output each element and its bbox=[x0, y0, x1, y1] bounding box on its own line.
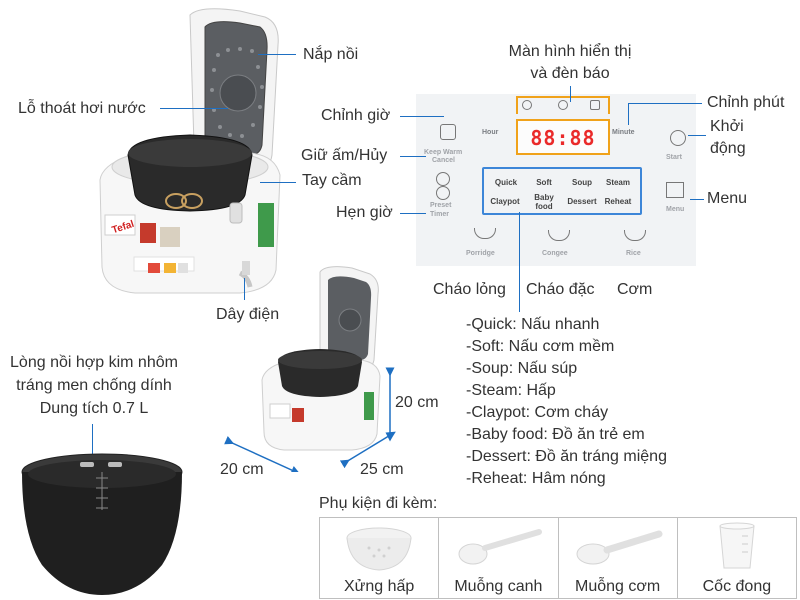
leader-line-steam-vent bbox=[160, 108, 228, 109]
label-rice: Cơm bbox=[617, 281, 653, 298]
mode-desc-soup: -Soup: Nấu súp bbox=[466, 360, 578, 377]
program-steam: Steam bbox=[605, 178, 630, 187]
keep-warm-label-2: Cancel bbox=[432, 157, 455, 164]
accessories-table: Xửng hấp Muỗng canh Muỗng cơm Cốc đong bbox=[319, 517, 797, 599]
dimension-depth: 25 cm bbox=[360, 461, 404, 478]
label-steam-vent: Lỗ thoát hơi nước bbox=[18, 100, 146, 117]
rice-label: Rice bbox=[626, 250, 641, 257]
leader-line-power-cord bbox=[244, 278, 245, 300]
label-display-1: Màn hình hiển thị bbox=[508, 43, 632, 60]
display-digits: 88:88 bbox=[530, 126, 596, 150]
menu-icon bbox=[666, 182, 684, 198]
timer-icon bbox=[436, 172, 450, 186]
label-minute-adjust: Chỉnh phút bbox=[707, 94, 785, 111]
inner-pot-illustration bbox=[21, 453, 183, 595]
label-timer: Hẹn giờ bbox=[336, 204, 393, 221]
accessory-measuring-cup-label: Cốc đong bbox=[702, 578, 772, 595]
rice-icon bbox=[624, 230, 646, 241]
leader-line-start bbox=[688, 135, 706, 136]
leader-line-handle bbox=[260, 182, 296, 183]
label-handle: Tay cầm bbox=[302, 172, 362, 189]
inner-pot-label-3: Dung tích 0.7 L bbox=[39, 400, 149, 417]
accessory-rice-paddle: Muỗng cơm bbox=[559, 518, 678, 598]
mode-desc-claypot: -Claypot: Cơm cháy bbox=[466, 404, 609, 421]
program-reheat: Reheat bbox=[604, 197, 632, 206]
mode-desc-baby-food: -Baby food: Đồ ăn trẻ em bbox=[466, 426, 645, 443]
leader-line-minute bbox=[628, 103, 702, 104]
dimension-arrows bbox=[224, 367, 396, 472]
measuring-cup-icon bbox=[719, 522, 755, 569]
hour-button-label: Hour bbox=[482, 129, 499, 136]
rice-cooker-illustration bbox=[99, 8, 281, 294]
indicator-frame bbox=[516, 96, 610, 114]
leader-line-hour bbox=[400, 116, 444, 117]
program-soup: Soup bbox=[572, 178, 592, 187]
menu-button-label: Menu bbox=[666, 206, 685, 213]
label-start-2: động bbox=[710, 140, 746, 157]
preset-label-2: Timer bbox=[430, 211, 449, 218]
steamer-basket-icon bbox=[346, 527, 412, 571]
porridge-icon bbox=[474, 228, 496, 239]
accessory-measuring-cup: Cốc đong bbox=[678, 518, 796, 598]
keep-warm-indicator-icon bbox=[590, 100, 600, 110]
rice-paddle-icon bbox=[576, 530, 662, 565]
dimension-height: 20 cm bbox=[395, 394, 439, 411]
clock-indicator-icon bbox=[558, 100, 568, 110]
accessories-title: Phụ kiện đi kèm: bbox=[319, 495, 438, 512]
leader-line-keep-warm bbox=[400, 156, 426, 157]
accessory-rice-paddle-label: Muỗng cơm bbox=[575, 578, 661, 595]
keep-warm-label-1: Keep Warm bbox=[424, 149, 463, 156]
accessory-steamer: Xửng hấp bbox=[320, 518, 440, 598]
program-selector: Quick Soft Soup Steam Claypot Baby food … bbox=[482, 167, 642, 215]
leader-line-inner-pot bbox=[92, 424, 93, 456]
program-quick: Quick bbox=[494, 178, 518, 187]
label-start-1: Khởi bbox=[710, 118, 744, 135]
porridge-label: Porridge bbox=[466, 250, 495, 257]
label-keep-warm: Giữ ấm/Hủy bbox=[301, 147, 388, 164]
label-power-cord: Dây điện bbox=[216, 306, 280, 323]
congee-label: Congee bbox=[542, 250, 568, 257]
soup-ladle-icon bbox=[458, 529, 543, 565]
hour-button-icon bbox=[440, 124, 456, 140]
program-baby-food: Baby food bbox=[534, 193, 554, 211]
label-lid: Nắp nồi bbox=[303, 46, 359, 63]
mode-desc-steam: -Steam: Hấp bbox=[466, 382, 556, 399]
label-porridge: Cháo lỏng bbox=[433, 281, 506, 298]
label-display-2: và đèn báo bbox=[530, 65, 610, 82]
mode-desc-quick: -Quick: Nấu nhanh bbox=[466, 316, 600, 333]
program-claypot: Claypot bbox=[490, 197, 520, 206]
inner-pot-label-1: Lòng nồi hợp kim nhôm bbox=[10, 354, 178, 371]
leader-line-menu bbox=[690, 199, 704, 200]
accessory-ladle: Muỗng canh bbox=[439, 518, 559, 598]
leader-line-programs bbox=[519, 212, 520, 312]
digital-display: 88:88 bbox=[516, 119, 610, 155]
start-icon bbox=[670, 130, 686, 146]
minute-button-label: Minute bbox=[612, 129, 635, 136]
control-panel: Hour Keep Warm Cancel Preset Timer 88:88… bbox=[416, 94, 696, 266]
start-button-label: Start bbox=[666, 154, 682, 161]
label-congee: Cháo đặc bbox=[526, 281, 595, 298]
leader-line-minute-v bbox=[628, 103, 629, 125]
accessory-steamer-label: Xửng hấp bbox=[343, 578, 415, 595]
timer-icon-2 bbox=[436, 186, 450, 200]
label-menu: Menu bbox=[707, 190, 748, 207]
leader-line-timer bbox=[400, 213, 426, 214]
leader-line-lid bbox=[258, 54, 296, 55]
preset-label-1: Preset bbox=[430, 202, 452, 209]
inner-pot-label-2: tráng men chống dính bbox=[16, 377, 172, 394]
accessory-ladle-label: Muỗng canh bbox=[454, 578, 543, 595]
mode-desc-reheat: -Reheat: Hâm nóng bbox=[466, 470, 606, 487]
mode-desc-soft: -Soft: Nấu cơm mềm bbox=[466, 338, 615, 355]
timer-indicator-icon bbox=[522, 100, 532, 110]
small-rice-cooker-illustration bbox=[261, 266, 381, 451]
mode-desc-dessert: -Dessert: Đồ ăn tráng miệng bbox=[466, 448, 667, 465]
label-hour-adjust: Chỉnh giờ bbox=[321, 107, 391, 124]
dimension-width: 20 cm bbox=[220, 461, 264, 478]
leader-line-display bbox=[570, 86, 571, 102]
program-soft: Soft bbox=[536, 178, 552, 187]
program-dessert: Dessert bbox=[567, 197, 597, 206]
congee-icon bbox=[548, 230, 570, 241]
